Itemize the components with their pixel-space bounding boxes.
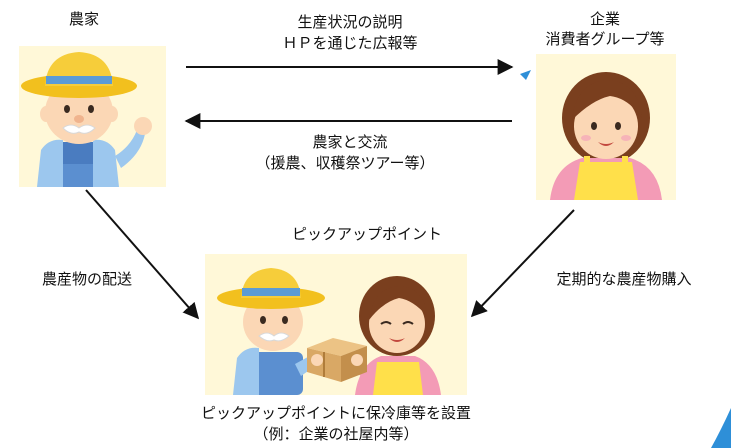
farmer-shirt: [37, 139, 63, 187]
arrow-farmer-to-pickup: [85, 189, 200, 320]
pickup-caption-line1: ピックアップポイントに保冷庫等を設置: [200, 404, 471, 422]
edge-company-to-farmer-line2: （援農、収穫祭ツアー等）: [255, 154, 435, 172]
edge-company-to-pickup-label: 定期的な農産物購入: [556, 270, 692, 288]
pickup-farmer-overalls: [245, 352, 303, 395]
farmer-bib: [61, 142, 93, 164]
consumer-eye-left: [591, 122, 597, 130]
farmer-illustration: [19, 46, 166, 187]
handover-figure: [217, 268, 441, 395]
corner-accent-shape: [711, 408, 731, 448]
decorative-accent-triangle: [520, 70, 531, 80]
pickup-farmer-hat-band: [242, 288, 300, 296]
edge-farmer-to-pickup-label: 農産物の配送: [41, 270, 132, 288]
consumer-eye-right: [615, 122, 621, 130]
farmer-arm: [115, 130, 145, 168]
edge-farmer-to-company-line2: ＨＰを通じた広報等: [282, 34, 418, 52]
farmer-eye-right: [88, 105, 94, 113]
farmer-hand: [134, 117, 152, 135]
consumer-face: [574, 93, 638, 159]
edge-company-to-farmer-line1: 農家と交流: [312, 133, 388, 151]
company-subtitle: 消費者グループ等: [545, 30, 665, 48]
farmer-hat-band: [46, 76, 112, 84]
farmer-eye-left: [64, 105, 70, 113]
pickup-consumer-face: [369, 295, 425, 353]
consumer-mouth: [598, 142, 614, 146]
consumer-apron: [574, 162, 638, 200]
farmer-figure: [21, 52, 152, 187]
consumer-bangs: [572, 80, 642, 120]
pickup-title: ピックアップポイント: [291, 225, 442, 243]
farmer-title: 農家: [68, 10, 99, 28]
company-illustration: [536, 54, 676, 200]
farmer-mustache: [62, 124, 96, 134]
pickup-consumer-apron: [373, 362, 423, 395]
pickup-illustration: [205, 254, 467, 395]
pickup-caption-line2: （例：企業の社屋内等）: [253, 425, 419, 443]
company-title: 企業: [589, 10, 620, 28]
consumer-figure: [550, 72, 662, 200]
edge-farmer-to-company-line1: 生産状況の説明: [297, 13, 403, 31]
arrow-company-to-pickup: [470, 209, 575, 318]
